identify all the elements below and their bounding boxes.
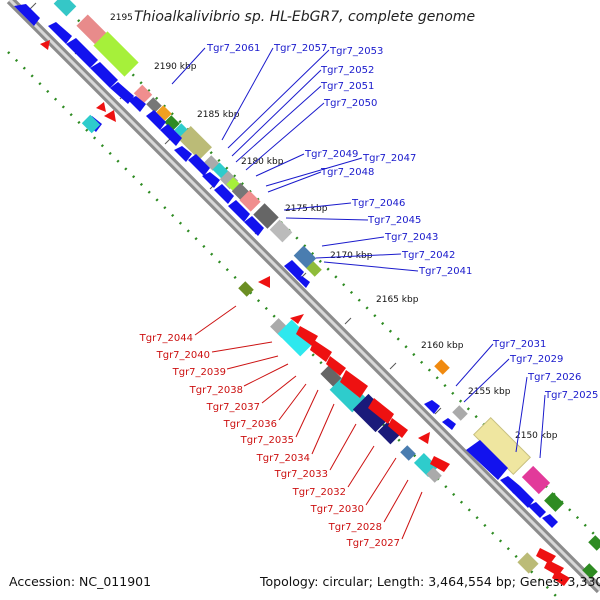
gene-label-tgr7-2035: Tgr7_2035 (240, 435, 294, 446)
gene-label-tgr7-2048: Tgr7_2048 (320, 167, 374, 178)
gene-label-tgr7-2030: Tgr7_2030 (310, 504, 364, 515)
scale-label-2160: 2160 kbp (421, 341, 464, 351)
scale-label-2175: 2175 kbp (285, 204, 328, 214)
scale-label-2190: 2190 kbp (154, 62, 197, 72)
gene-label-tgr7-2041: Tgr7_2041 (418, 266, 472, 277)
gene-label-tgr7-2034: Tgr7_2034 (256, 453, 310, 464)
reverse-strand-features (81, 114, 600, 579)
accession-label: Accession: NC_011901 (9, 574, 152, 589)
gene-label-tgr7-2053: Tgr7_2053 (329, 46, 383, 57)
forward-strand-features (53, 0, 564, 512)
gene-label-tgr7-2050: Tgr7_2050 (323, 98, 377, 109)
gene-label-tgr7-2039: Tgr7_2039 (172, 367, 226, 378)
scale-label-2180: 2180 kbp (241, 157, 284, 167)
gene-label-tgr7-2044: Tgr7_2044 (139, 333, 193, 344)
scale-label-2155: 2155 kbp (468, 387, 511, 397)
map-title: Thioalkalivibrio sp. HL-EbGR7, complete … (134, 9, 476, 25)
gene-label-tgr7-2027: Tgr7_2027 (346, 538, 400, 549)
forward-leader-lines (171, 47, 546, 459)
topology-label: Topology: circular; Length: 3,464,554 bp… (260, 574, 600, 589)
gene-label-tgr7-2031: Tgr7_2031 (492, 339, 546, 350)
gene-label-tgr7-2045: Tgr7_2045 (367, 215, 421, 226)
scale-label-2165: 2165 kbp (376, 295, 419, 305)
gene-label-tgr7-2040: Tgr7_2040 (156, 350, 210, 361)
outer-tick-ring (77, 19, 600, 541)
forward-gene-arrows (14, 4, 558, 528)
gene-label-tgr7-2026: Tgr7_2026 (527, 372, 581, 383)
gene-label-tgr7-2051: Tgr7_2051 (320, 81, 374, 92)
reverse-leader-lines (194, 305, 423, 540)
gene-label-tgr7-2033: Tgr7_2033 (274, 469, 328, 480)
scale-label-2195: 2195 (110, 13, 133, 23)
scale-label-2185: 2185 kbp (197, 110, 240, 120)
gene-label-tgr7-2061: Tgr7_2061 (206, 43, 260, 54)
gene-label-tgr7-2047: Tgr7_2047 (362, 153, 416, 164)
gene-label-tgr7-2037: Tgr7_2037 (206, 402, 260, 413)
forward-gene-labels: Tgr7_2061 Tgr7_2057 Tgr7_2053 Tgr7_2052 … (206, 43, 598, 401)
reverse-gene-labels: Tgr7_2044 Tgr7_2040 Tgr7_2039 Tgr7_2038 … (139, 333, 400, 549)
genome-backbone-highlight (8, 0, 600, 592)
gene-label-tgr7-2042: Tgr7_2042 (401, 250, 455, 261)
gene-label-tgr7-2025: Tgr7_2025 (544, 390, 598, 401)
gene-label-tgr7-2049: Tgr7_2049 (304, 149, 358, 160)
gene-label-tgr7-2057: Tgr7_2057 (273, 43, 327, 54)
gene-label-tgr7-2038: Tgr7_2038 (189, 385, 243, 396)
gene-label-tgr7-2029: Tgr7_2029 (509, 354, 563, 365)
reverse-gene-arrows (40, 40, 570, 586)
gene-label-tgr7-2028: Tgr7_2028 (328, 522, 382, 533)
scale-label-2150: 2150 kbp (515, 431, 558, 441)
gene-label-tgr7-2052: Tgr7_2052 (320, 65, 374, 76)
gene-label-tgr7-2036: Tgr7_2036 (223, 419, 277, 430)
gene-label-tgr7-2046: Tgr7_2046 (351, 198, 405, 209)
gene-label-tgr7-2032: Tgr7_2032 (292, 487, 346, 498)
gene-label-tgr7-2043: Tgr7_2043 (384, 232, 438, 243)
